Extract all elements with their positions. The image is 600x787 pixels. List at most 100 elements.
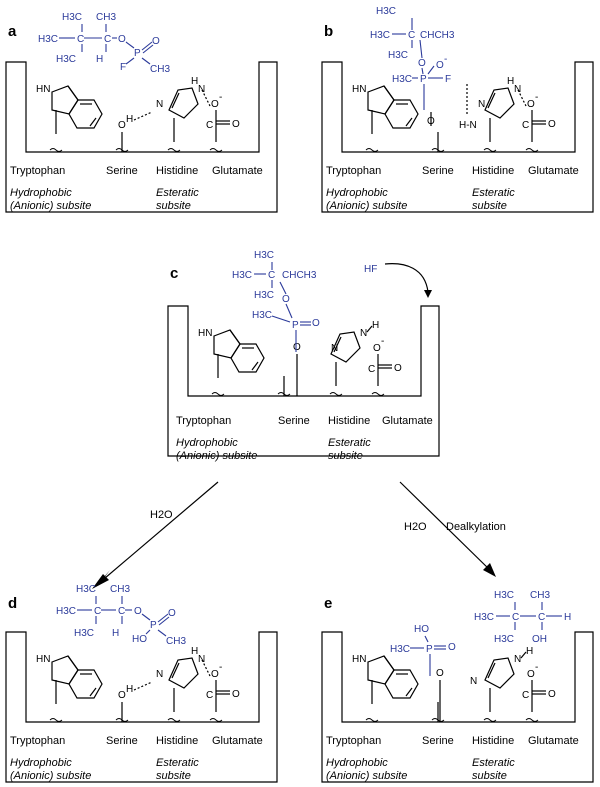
- svg-text:O: O: [293, 342, 301, 353]
- svg-text:C: C: [94, 606, 101, 617]
- svg-text:H3C: H3C: [62, 12, 82, 23]
- histidine-label: Histidine: [472, 735, 514, 747]
- svg-text:CH3: CH3: [150, 64, 170, 75]
- svg-text:N: N: [470, 676, 477, 687]
- svg-text:H3C: H3C: [390, 644, 410, 655]
- svg-text:P: P: [426, 644, 433, 655]
- svg-text:N: N: [360, 328, 367, 339]
- svg-text:H: H: [191, 646, 198, 657]
- dealkylation-label: Dealkylation: [446, 521, 506, 533]
- svg-text:H3C: H3C: [56, 54, 76, 65]
- svg-text:HO: HO: [414, 624, 429, 635]
- esteratic-label: Esteratic: [156, 757, 199, 769]
- panel-letter-d: d: [8, 595, 17, 612]
- svg-text:O: O: [118, 690, 126, 701]
- serine-label: Serine: [106, 165, 138, 177]
- svg-text:H: H: [507, 76, 514, 87]
- svg-text:F: F: [120, 62, 126, 73]
- hydrophobic-label: Hydrophobic: [326, 187, 388, 199]
- panel-b: O N H-N N H Tryptophan Serine Histidine …: [321, 61, 594, 213]
- histidine-label: Histidine: [156, 165, 198, 177]
- svg-text:H3C: H3C: [252, 310, 272, 321]
- svg-text:C: C: [77, 34, 84, 45]
- tryptophan-label: Tryptophan: [326, 165, 381, 177]
- svg-text:H3C: H3C: [388, 50, 408, 61]
- svg-text:O: O: [118, 34, 126, 45]
- svg-text:N: N: [331, 343, 338, 354]
- tryptophan-label: Tryptophan: [10, 735, 65, 747]
- svg-text:C: C: [268, 270, 275, 281]
- svg-text:H-N: H-N: [459, 120, 477, 131]
- svg-text:O: O: [436, 668, 444, 679]
- glutamate-label: Glutamate: [382, 415, 433, 427]
- svg-text:H3C: H3C: [232, 270, 252, 281]
- svg-text:P: P: [292, 320, 299, 331]
- panel-a: O H N N H Tryptophan Serine Histidine Gl…: [5, 61, 278, 213]
- svg-text:N: N: [514, 654, 521, 665]
- svg-text:H3C: H3C: [76, 584, 96, 595]
- svg-text:H3C: H3C: [494, 590, 514, 601]
- glutamate-label: Glutamate: [528, 735, 579, 747]
- anionic-subsite-label: (Anionic) subsite: [326, 770, 407, 782]
- svg-text:CH3: CH3: [530, 590, 550, 601]
- panel-d: O H N N H Tryptophan Serine Histidine Gl…: [5, 631, 278, 783]
- esteratic-label: Esteratic: [328, 437, 371, 449]
- serine-label: Serine: [422, 735, 454, 747]
- svg-text:CH3: CH3: [110, 584, 130, 595]
- svg-text:H3C: H3C: [56, 606, 76, 617]
- svg-text:O: O: [134, 606, 142, 617]
- panel-letter-c: c: [170, 265, 178, 282]
- aged-adduct-e: HO H3C P O: [390, 624, 456, 676]
- svg-text:H: H: [564, 612, 571, 623]
- right-arrow-water-label: H2O: [404, 521, 427, 533]
- serine-label: Serine: [106, 735, 138, 747]
- svg-text:H3C: H3C: [474, 612, 494, 623]
- svg-text:O: O: [282, 294, 290, 305]
- panel-c: O N N H Tryptophan Serine Histidine Glut…: [167, 305, 440, 462]
- svg-text:H: H: [112, 628, 119, 639]
- pinacolyl-alcohol-e: H3C CH3 H3C C C H H3C OH: [474, 590, 571, 645]
- svg-text:OH: OH: [532, 634, 547, 645]
- esteratic-subsite-label: subsite: [472, 770, 507, 782]
- svg-text:N: N: [198, 84, 205, 95]
- panel-e: O N N H Tryptophan Serine Histidine Glut…: [321, 631, 594, 783]
- svg-text:O: O: [448, 642, 456, 653]
- svg-text:C: C: [512, 612, 519, 623]
- tryptophan-label: Tryptophan: [176, 415, 231, 427]
- svg-text:H: H: [126, 684, 133, 695]
- hydrophobic-label: Hydrophobic: [176, 437, 238, 449]
- serine-label: Serine: [278, 415, 310, 427]
- svg-text:H3C: H3C: [376, 6, 396, 17]
- soman-ligand-a: H3C CH3 H3C C C O H3C H P O F CH3: [38, 12, 170, 75]
- svg-text:O: O: [118, 120, 126, 131]
- hf-label: HF: [364, 264, 377, 275]
- svg-text:CH3: CH3: [96, 12, 116, 23]
- svg-text:C: C: [408, 30, 415, 41]
- svg-text:H: H: [126, 114, 133, 125]
- anionic-subsite-label: (Anionic) subsite: [326, 200, 407, 212]
- esteratic-subsite-label: subsite: [156, 770, 191, 782]
- histidine-label: Histidine: [472, 165, 514, 177]
- reaction-arrows: H2O H2O Dealkylation: [92, 481, 506, 589]
- svg-text:O: O: [168, 608, 176, 619]
- svg-text:H: H: [372, 320, 379, 331]
- svg-text:H3C: H3C: [254, 290, 274, 301]
- esteratic-subsite-label: subsite: [472, 200, 507, 212]
- svg-text:H3C: H3C: [74, 628, 94, 639]
- svg-text:H3C: H3C: [38, 34, 58, 45]
- histidine-label: Histidine: [156, 735, 198, 747]
- hydrophobic-label: Hydrophobic: [326, 757, 388, 769]
- serine-label: Serine: [422, 165, 454, 177]
- svg-text:O: O: [312, 318, 320, 329]
- anionic-subsite-label: (Anionic) subsite: [176, 450, 257, 462]
- esteratic-label: Esteratic: [472, 187, 515, 199]
- svg-text:H: H: [96, 54, 103, 65]
- svg-text:H3C: H3C: [254, 250, 274, 261]
- anionic-subsite-label: (Anionic) subsite: [10, 200, 91, 212]
- svg-text:N: N: [478, 99, 485, 110]
- panel-letter-b: b: [324, 23, 333, 40]
- svg-text:F: F: [445, 74, 451, 85]
- panel-letter-e: e: [324, 595, 332, 612]
- phosphonyl-adduct-c: H3C H3C C CHCH3 H3C O H3C P O HF: [232, 250, 432, 352]
